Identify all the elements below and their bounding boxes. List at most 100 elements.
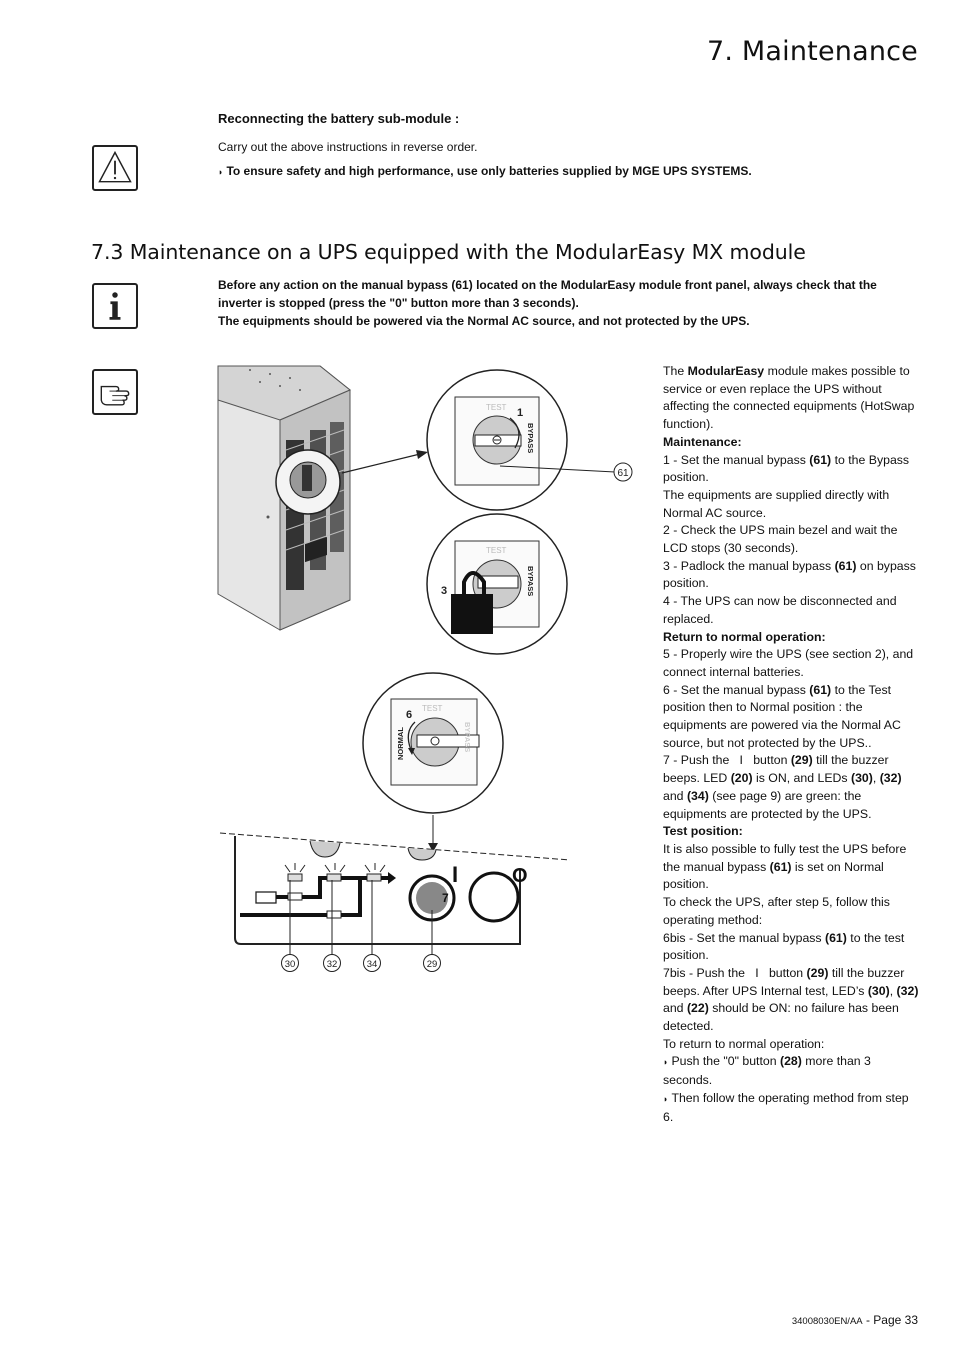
battery-instruction: Carry out the above instructions in reve…: [218, 140, 478, 154]
text-run: should be ON: no failure has been detect…: [663, 1001, 899, 1034]
text-run: 7 - Push the I button: [663, 753, 791, 768]
text-run: 3 - Padlock the manual bypass: [663, 558, 835, 573]
text-run: 1 - Set the manual bypass: [663, 452, 810, 467]
dial-test-label: TEST: [486, 546, 507, 555]
text-run: (see page 9) are green: the equipments a…: [663, 788, 872, 821]
text-run: (61): [809, 682, 832, 697]
step-4: 4 - The UPS can now be disconnected and …: [663, 594, 897, 626]
text-run: Push the "0" button: [671, 1054, 780, 1069]
text-run: is ON, and LEDs: [752, 771, 851, 786]
bullet-icon: ◗: [218, 167, 224, 177]
text-run: 6 - Set the manual bypass: [663, 682, 810, 697]
callout-32: 32: [327, 959, 338, 970]
bullet-icon: ◗: [663, 1093, 669, 1104]
text-run: (22): [686, 1001, 709, 1016]
dial-normal: TEST BYPASS NORMAL 6: [362, 672, 504, 814]
dial-padlock: TEST BYPASS 3: [426, 513, 568, 655]
test-heading: Test position:: [663, 823, 919, 841]
callout-34: 34: [367, 959, 378, 970]
dial-bypass-label: BYPASS: [463, 722, 472, 752]
text-run: (30): [867, 983, 890, 998]
text-run: (32): [879, 771, 902, 786]
step-2: 2 - Check the UPS main bezel and wait th…: [663, 523, 898, 556]
info-paragraph: Before any action on the manual bypass (…: [218, 276, 918, 330]
text-run: (32): [896, 983, 919, 998]
text-run: (20): [730, 771, 753, 786]
section-heading: 7.3 Maintenance on a UPS equipped with t…: [91, 240, 806, 264]
info-line: inverter is stopped (press the "0" butto…: [218, 296, 579, 310]
text-run: and: [663, 788, 687, 803]
step-7-label: 7: [442, 891, 449, 905]
text-run: to the Test position then to Normal posi…: [663, 682, 901, 750]
text-run: on bypass position.: [663, 558, 916, 591]
text-run: more than 3 seconds.: [663, 1054, 871, 1088]
step-1-extra: The equipments are supplied directly wit…: [663, 487, 890, 520]
battery-warning-text: To ensure safety and high performance, u…: [226, 164, 752, 178]
dial-bypass: TEST BYPASS 1: [426, 369, 568, 511]
dial-test-label: TEST: [422, 704, 443, 713]
step-3: 3 - Padlock the manual bypass (61) on by…: [663, 558, 919, 593]
intro-paragraph: The ModularEasy module makes possible to…: [663, 363, 919, 434]
text-run: 6bis - Set the manual bypass: [663, 930, 825, 945]
bullet-icon: ◗: [663, 1057, 669, 1068]
step-7: 7 - Push the I button (29) till the buzz…: [663, 752, 919, 823]
return-normal: To return to normal operation:: [663, 1036, 825, 1051]
text-run: (29): [806, 965, 829, 980]
text-run: Return to normal operation:: [663, 629, 826, 644]
text-run: ,: [889, 983, 897, 998]
button-o-label: O: [512, 865, 528, 887]
description-column: The ModularEasy module makes possible to…: [663, 363, 919, 1126]
dial-bypass-label: BYPASS: [526, 423, 535, 453]
step-1: 1 - Set the manual bypass (61) to the By…: [663, 452, 919, 487]
text-run: Maintenance:: [663, 434, 742, 449]
text-run: (61): [825, 930, 847, 945]
test-intro: It is also possible to fully test the UP…: [663, 841, 919, 894]
text-run: Then follow the operating method from st…: [663, 1090, 909, 1124]
text-run: ModularEasy: [687, 364, 765, 378]
text-run: is set on Normal position.: [663, 859, 884, 892]
ups-cabinet: [217, 365, 351, 631]
step-6: 6 - Set the manual bypass (61) to the Te…: [663, 682, 919, 753]
text-run: (30): [850, 771, 873, 786]
bullet-push-0: ◗Push the "0" button (28) more than 3 se…: [663, 1053, 919, 1089]
text-run: (61): [809, 452, 832, 467]
step-6-label: 6: [406, 709, 412, 721]
step-5: 5 - Properly wire the UPS (see section 2…: [663, 647, 914, 679]
dial-bypass-label: BYPASS: [526, 566, 535, 596]
return-heading: Return to normal operation:: [663, 629, 919, 647]
step-3-label: 3: [441, 585, 447, 597]
text-run: Test position:: [663, 824, 743, 839]
info-line: The equipments should be powered via the…: [218, 314, 750, 328]
text-run: It is also possible to fully test the UP…: [663, 841, 907, 874]
button-i-label: I: [452, 862, 458, 887]
step-6bis: 6bis - Set the manual bypass (61) to the…: [663, 930, 919, 965]
test-method: To check the UPS, after step 5, follow t…: [663, 895, 890, 927]
doc-code: 34008030EN/AA: [791, 1316, 863, 1327]
info-line: Before any action on the manual bypass (…: [218, 278, 877, 292]
text-run: (61): [834, 558, 857, 573]
text-run: 7bis - Push the I button: [663, 965, 807, 980]
chapter-title: 7. Maintenance: [706, 36, 918, 67]
battery-subheading: Reconnecting the battery sub-module :: [218, 111, 460, 126]
text-run: (28): [779, 1054, 802, 1069]
page-footer: 34008030EN/AA - Page 33: [792, 1313, 918, 1327]
text-run: till the buzzer beeps. LED: [663, 753, 889, 786]
step-1-label: 1: [517, 407, 523, 419]
info-i-icon: [92, 283, 138, 329]
step-7bis: 7bis - Push the I button (29) till the b…: [663, 965, 919, 1036]
text-run: (34): [686, 788, 709, 803]
page-number: - Page 33: [862, 1313, 918, 1327]
pointing-hand-icon: [92, 369, 138, 415]
text-run: till the buzzer beeps. After UPS Interna…: [663, 965, 905, 998]
text-run: to the Bypass position.: [663, 452, 910, 485]
battery-warning: ◗To ensure safety and high performance, …: [218, 164, 752, 178]
text-run: (61): [769, 859, 792, 874]
text-run: module makes possible to service or even…: [663, 364, 915, 432]
callout-61: 61: [617, 468, 629, 479]
warning-triangle-icon: [92, 145, 138, 191]
text-run: The: [663, 364, 688, 378]
dial-test-label: TEST: [486, 403, 507, 412]
bullet-follow: ◗Then follow the operating method from s…: [663, 1090, 919, 1126]
dial-normal-label: NORMAL: [396, 727, 405, 760]
text-run: to the test position.: [663, 930, 905, 963]
